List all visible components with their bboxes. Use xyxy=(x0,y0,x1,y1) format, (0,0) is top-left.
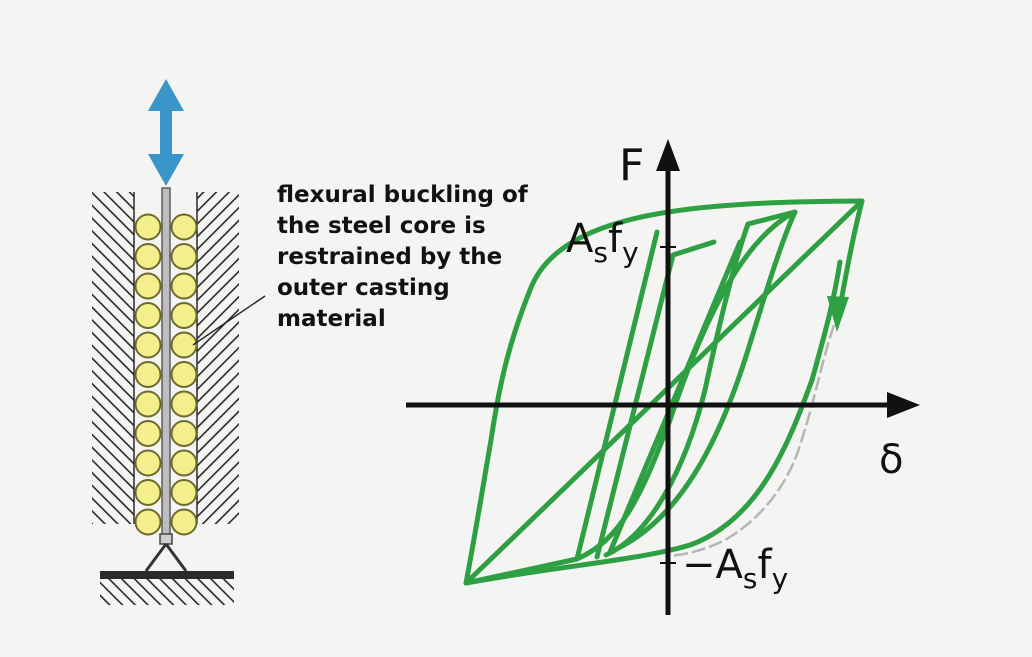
casting-ball xyxy=(170,302,198,329)
casting-ball xyxy=(134,243,162,270)
casting-ball xyxy=(134,331,162,359)
casting-ball xyxy=(170,243,198,270)
axes xyxy=(406,139,920,615)
casting-ball xyxy=(170,361,198,388)
x-axis-label: δ xyxy=(879,437,903,483)
casting-ball xyxy=(170,508,198,536)
loop-4 xyxy=(603,221,751,558)
casting-ball xyxy=(134,479,162,506)
casting-ball xyxy=(134,272,162,300)
loop-7 xyxy=(463,259,843,586)
annotation-leader-line xyxy=(192,295,266,346)
x-axis-arrowhead xyxy=(887,392,920,418)
loop-5 xyxy=(607,239,743,555)
casting-ball xyxy=(134,361,162,388)
y-axis-arrowhead xyxy=(656,139,680,171)
casting-ball xyxy=(134,420,162,447)
annotation-text: flexural buckling of the steel core is r… xyxy=(277,180,537,335)
casting-ball xyxy=(134,302,162,329)
axial-load-arrow xyxy=(148,79,184,186)
casting-ball xyxy=(170,449,198,477)
outer-envelope xyxy=(463,198,865,586)
brace-schematic xyxy=(92,79,266,605)
left-casing-wall xyxy=(92,192,134,524)
pin-support xyxy=(100,533,234,605)
annotation-line: restrained by the xyxy=(277,244,503,270)
annotation-line: material xyxy=(277,306,386,332)
unloading-arrowhead xyxy=(827,296,849,332)
casting-ball xyxy=(170,272,198,300)
annotation-line: outer casting xyxy=(277,275,450,301)
annotation-line: flexural buckling of xyxy=(277,182,528,208)
dashed-continuation xyxy=(667,324,836,558)
steel-core xyxy=(161,187,171,537)
casting-ball xyxy=(134,449,162,477)
right-casing-wall xyxy=(197,192,239,524)
loop-3 xyxy=(594,239,717,560)
casting-ball xyxy=(134,508,162,536)
hysteresis-loops xyxy=(463,198,865,586)
loop-2 xyxy=(574,209,798,562)
annotation-line: the steel core is xyxy=(277,213,486,239)
casting-ball xyxy=(134,390,162,418)
pos-yield-label: Asfy xyxy=(566,216,639,269)
casting-material-balls xyxy=(134,213,198,536)
y-axis-label: F xyxy=(619,140,644,191)
casting-ball xyxy=(170,479,198,506)
casting-ball xyxy=(170,390,198,418)
casting-ball xyxy=(134,213,162,241)
casting-ball xyxy=(170,213,198,241)
casting-ball xyxy=(170,331,198,359)
neg-yield-label: −Asfy xyxy=(682,542,788,595)
hysteresis-graph: F δ Asfy −Asfy xyxy=(406,139,920,615)
loop-6 xyxy=(607,209,798,555)
casting-ball xyxy=(170,420,198,447)
